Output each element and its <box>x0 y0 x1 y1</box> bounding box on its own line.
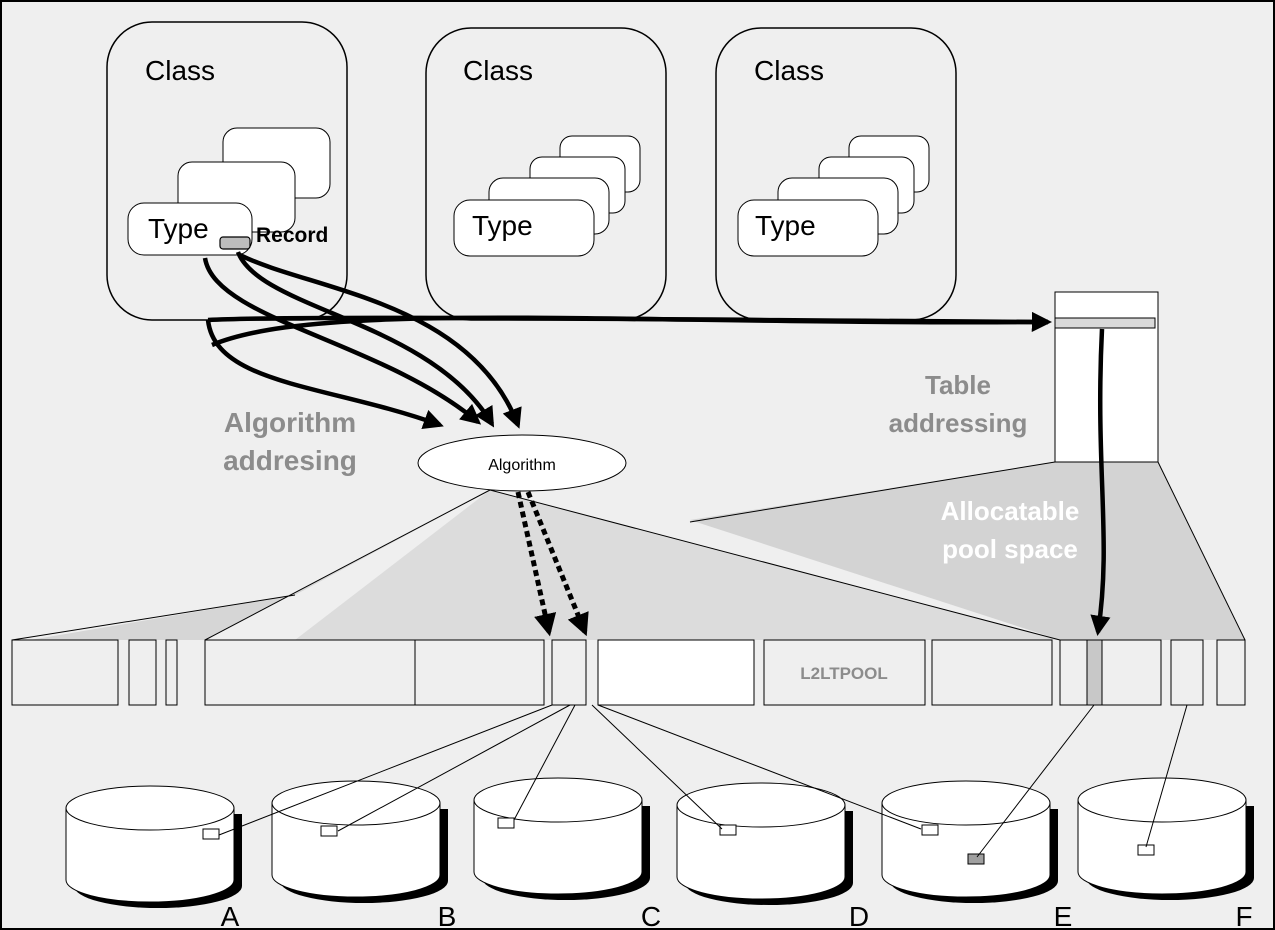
disk-a <box>65 785 242 908</box>
data-block <box>320 825 338 837</box>
class-container-2: Class Type <box>425 27 667 321</box>
disk-e <box>881 780 1058 903</box>
pool-block <box>1216 639 1246 706</box>
data-block <box>1137 844 1155 856</box>
type-card <box>737 199 879 257</box>
disk-label-e: E <box>1054 901 1073 930</box>
disk-label-f: F <box>1235 901 1252 930</box>
pool-block <box>931 639 1053 706</box>
dotted-arrow-1 <box>515 491 557 637</box>
pool-block-allocated <box>1086 639 1103 706</box>
pool-edge-right <box>1157 461 1246 641</box>
disk-label-a: A <box>221 901 240 930</box>
pool-block-l2ltpool <box>763 639 926 706</box>
class-label: Class <box>463 55 533 86</box>
pool-space-label: Allocatable pool space <box>941 496 1080 564</box>
link-line <box>591 704 723 830</box>
pool-space-line2: pool space <box>942 534 1078 564</box>
fan-edge-2 <box>489 489 1061 641</box>
disk-body <box>676 804 846 900</box>
algorithm-addressing-line1: Algorithm <box>224 407 356 438</box>
disk-body <box>271 802 441 898</box>
table-addressing-line1: Table <box>925 370 991 400</box>
table-addressing-label: Table addressing <box>889 370 1028 438</box>
type-label: Type <box>755 210 816 241</box>
data-block <box>921 824 939 836</box>
table-entry <box>1054 317 1156 329</box>
record-label: Record <box>256 224 328 247</box>
disk-top <box>271 780 441 826</box>
link-line <box>218 704 553 836</box>
data-block <box>719 824 737 836</box>
link-line <box>1145 704 1188 848</box>
table-addressing-line2: addressing <box>889 408 1028 438</box>
disk-f <box>1077 777 1254 900</box>
link-line <box>976 704 1095 858</box>
disk-d <box>676 782 853 905</box>
link-line <box>597 704 922 830</box>
pool-block <box>551 639 587 706</box>
disk-c <box>473 777 650 900</box>
pool-block <box>1059 639 1162 706</box>
disk-body <box>65 807 235 903</box>
algorithm-fan <box>30 490 490 640</box>
dotted-arrow-2 <box>525 491 589 637</box>
algorithm-label: Algorithm <box>488 457 556 474</box>
pool-block <box>165 639 178 706</box>
pool-block <box>11 639 119 706</box>
arrow-to-table-2 <box>211 315 1049 348</box>
pool-edge-left <box>689 461 1056 523</box>
disk-top <box>1077 777 1247 823</box>
disk-labels: A B C D E F <box>221 901 1253 930</box>
disk-label-c: C <box>641 901 661 930</box>
link-line <box>337 704 571 832</box>
arrow-table-to-pool <box>1090 328 1111 637</box>
pool-space-line1: Allocatable <box>941 496 1080 526</box>
disk-body <box>473 799 643 895</box>
type-label: Type <box>148 213 209 244</box>
algorithm-addressing-line2: addresing <box>223 445 357 476</box>
disk-top <box>881 780 1051 826</box>
pool-strip <box>11 639 1246 706</box>
algorithm-dotted-arrows <box>515 491 589 637</box>
algorithm-addressing-label: Algorithm addresing <box>223 407 357 476</box>
data-block <box>497 817 515 829</box>
pool-to-disk-lines <box>218 704 1188 858</box>
record-box <box>219 236 251 250</box>
addressing-arrows <box>202 251 1111 637</box>
allocatable-pool-space <box>690 462 1245 640</box>
fan-edge-1 <box>204 489 491 641</box>
arrow-to-algorithm-4 <box>238 252 522 429</box>
disk-b <box>271 780 448 903</box>
link-line <box>513 704 576 821</box>
pool-block <box>597 639 755 706</box>
class-container-3: Class Type <box>715 27 957 321</box>
disk-body <box>1077 799 1247 895</box>
pool-block <box>204 639 416 706</box>
pool-label: L2LTPOOL <box>800 664 888 683</box>
address-table <box>1054 291 1159 463</box>
disk-top <box>473 777 643 823</box>
disk-top <box>65 785 235 831</box>
type-label: Type <box>472 210 533 241</box>
type-card <box>453 199 595 257</box>
disk-label-b: B <box>438 901 457 930</box>
class-label: Class <box>754 55 824 86</box>
data-block <box>202 828 220 840</box>
class-label: Class <box>145 55 215 86</box>
pool-block <box>1170 639 1204 706</box>
disk-array <box>65 777 1254 908</box>
disk-label-d: D <box>849 901 869 930</box>
algorithm-fan-right <box>295 490 1060 640</box>
algorithm-node <box>417 434 627 492</box>
arrow-to-algorithm-2 <box>202 257 482 425</box>
disk-top <box>676 782 846 828</box>
fan-edge-3 <box>11 594 296 641</box>
pool-block <box>128 639 157 706</box>
class-container-1: Class Type Record <box>106 21 348 321</box>
data-block-allocated <box>967 853 985 865</box>
pool-block <box>414 639 545 706</box>
